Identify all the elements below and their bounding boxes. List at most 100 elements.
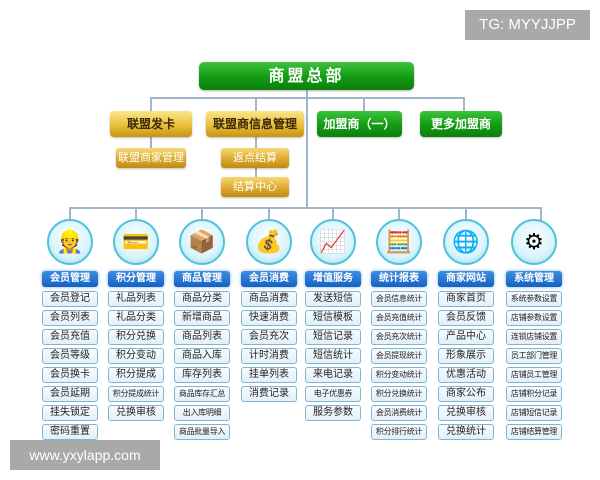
menu-item[interactable]: 会员提现统计 [371,348,427,364]
menu-item[interactable]: 计时消费 [241,348,297,364]
connector [201,207,203,221]
module-title[interactable]: 积分管理 [108,271,164,287]
users-icon: 👷 [47,219,93,265]
connector [463,97,465,111]
module-goods-management: 📦 商品管理 商品分类 新增商品 商品列表 商品入库 库存列表 商品库存汇总 出… [170,219,234,440]
website-icon: 🌐 [443,219,489,265]
node-rebate-settlement[interactable]: 返点结算 [221,148,289,168]
menu-item[interactable]: 兑换统计 [438,424,494,440]
module-title[interactable]: 商品管理 [174,271,230,287]
menu-item[interactable]: 积分排行统计 [371,424,427,440]
menu-item[interactable]: 会员信息统计 [371,291,427,307]
menu-item[interactable]: 会员充次统计 [371,329,427,345]
menu-item[interactable]: 形象展示 [438,348,494,364]
menu-item[interactable]: 发送短信 [305,291,361,307]
connector [306,97,308,207]
module-title[interactable]: 商家网站 [438,271,494,287]
watermark-url: www.yxylapp.com [10,440,160,470]
menu-item[interactable]: 产品中心 [438,329,494,345]
connector [306,90,308,98]
menu-item[interactable]: 店铺积分记录 [506,386,562,402]
menu-item[interactable]: 短信模板 [305,310,361,326]
menu-item[interactable]: 会员列表 [42,310,98,326]
node-alliance-info-management[interactable]: 联盟商信息管理 [206,111,304,137]
module-member-management: 👷 会员管理 会员登记 会员列表 会员充值 会员等级 会员换卡 会员延期 挂失锁… [38,219,102,440]
module-system-management: ⚙ 系统管理 系统参数设置 店铺参数设置 连锁店铺设置 员工部门管理 店铺员工管… [502,219,566,440]
root-node-headquarters[interactable]: 商盟总部 [199,62,414,90]
menu-item[interactable]: 会员消费统计 [371,405,427,421]
module-title[interactable]: 会员管理 [42,271,98,287]
connector [150,97,152,111]
node-alliance-merchant-management[interactable]: 联盟商家管理 [116,148,186,168]
module-title[interactable]: 统计报表 [371,271,427,287]
menu-item[interactable]: 新增商品 [174,310,230,326]
menu-item[interactable]: 会员充值统计 [371,310,427,326]
menu-item[interactable]: 店铺短信记录 [506,405,562,421]
menu-item[interactable]: 密码重置 [42,424,98,440]
goods-box-icon: 📦 [179,219,225,265]
connector [135,207,137,221]
menu-item[interactable]: 服务参数 [305,405,361,421]
menu-item[interactable]: 挂单列表 [241,367,297,383]
menu-item[interactable]: 商品批量导入 [174,424,230,440]
menu-item[interactable]: 商品消费 [241,291,297,307]
menu-item[interactable]: 积分提成 [108,367,164,383]
node-alliance-card[interactable]: 联盟发卡 [110,111,192,137]
module-title[interactable]: 会员消费 [241,271,297,287]
menu-item[interactable]: 短信记录 [305,329,361,345]
connector [268,207,270,221]
menu-item[interactable]: 积分变动 [108,348,164,364]
connector [398,207,400,221]
menu-item[interactable]: 兑换审核 [438,405,494,421]
menu-item[interactable]: 电子优惠券 [305,386,361,402]
menu-item[interactable]: 商品库存汇总 [174,386,230,402]
menu-item[interactable]: 积分提成统计 [108,386,164,402]
node-more-franchisees[interactable]: 更多加盟商 [420,111,502,137]
menu-item[interactable]: 商家公布 [438,386,494,402]
menu-item[interactable]: 商品分类 [174,291,230,307]
menu-item[interactable]: 会员充次 [241,329,297,345]
menu-item[interactable]: 快速消费 [241,310,297,326]
module-title[interactable]: 系统管理 [506,271,562,287]
menu-item[interactable]: 会员登记 [42,291,98,307]
menu-item[interactable]: 会员充值 [42,329,98,345]
menu-item[interactable]: 员工部门管理 [506,348,562,364]
node-settlement-center[interactable]: 结算中心 [221,177,289,197]
menu-item[interactable]: 商家首页 [438,291,494,307]
menu-item[interactable]: 礼品分类 [108,310,164,326]
menu-item[interactable]: 积分兑换 [108,329,164,345]
menu-item[interactable]: 会员反馈 [438,310,494,326]
connector [540,207,542,221]
menu-item[interactable]: 积分兑换统计 [371,386,427,402]
module-merchant-website: 🌐 商家网站 商家首页 会员反馈 产品中心 形象展示 优惠活动 商家公布 兑换审… [434,219,498,440]
menu-item[interactable]: 会员换卡 [42,367,98,383]
menu-item[interactable]: 短信统计 [305,348,361,364]
menu-item[interactable]: 礼品列表 [108,291,164,307]
menu-item[interactable]: 积分变动统计 [371,367,427,383]
menu-item[interactable]: 出入库明细 [174,405,230,421]
monitor-chart-icon: 📈 [310,219,356,265]
module-title[interactable]: 增值服务 [305,271,361,287]
connector [69,207,71,221]
menu-item[interactable]: 兑换审核 [108,405,164,421]
menu-item[interactable]: 库存列表 [174,367,230,383]
module-statistics-reports: 🧮 统计报表 会员信息统计 会员充值统计 会员充次统计 会员提现统计 积分变动统… [367,219,431,440]
menu-item[interactable]: 挂失锁定 [42,405,98,421]
menu-item[interactable]: 商品入库 [174,348,230,364]
menu-item[interactable]: 店铺结算管理 [506,424,562,440]
connector [363,97,365,111]
connector [255,97,257,111]
menu-item[interactable]: 会员等级 [42,348,98,364]
menu-item[interactable]: 会员延期 [42,386,98,402]
menu-item[interactable]: 店铺员工管理 [506,367,562,383]
menu-item[interactable]: 商品列表 [174,329,230,345]
connector [69,207,542,209]
menu-item[interactable]: 系统参数设置 [506,291,562,307]
menu-item[interactable]: 优惠活动 [438,367,494,383]
menu-item[interactable]: 来电记录 [305,367,361,383]
node-franchisee-one[interactable]: 加盟商（一） [317,111,402,137]
menu-item[interactable]: 店铺参数设置 [506,310,562,326]
menu-item[interactable]: 连锁店铺设置 [506,329,562,345]
menu-item[interactable]: 消费记录 [241,386,297,402]
connector [150,136,152,148]
